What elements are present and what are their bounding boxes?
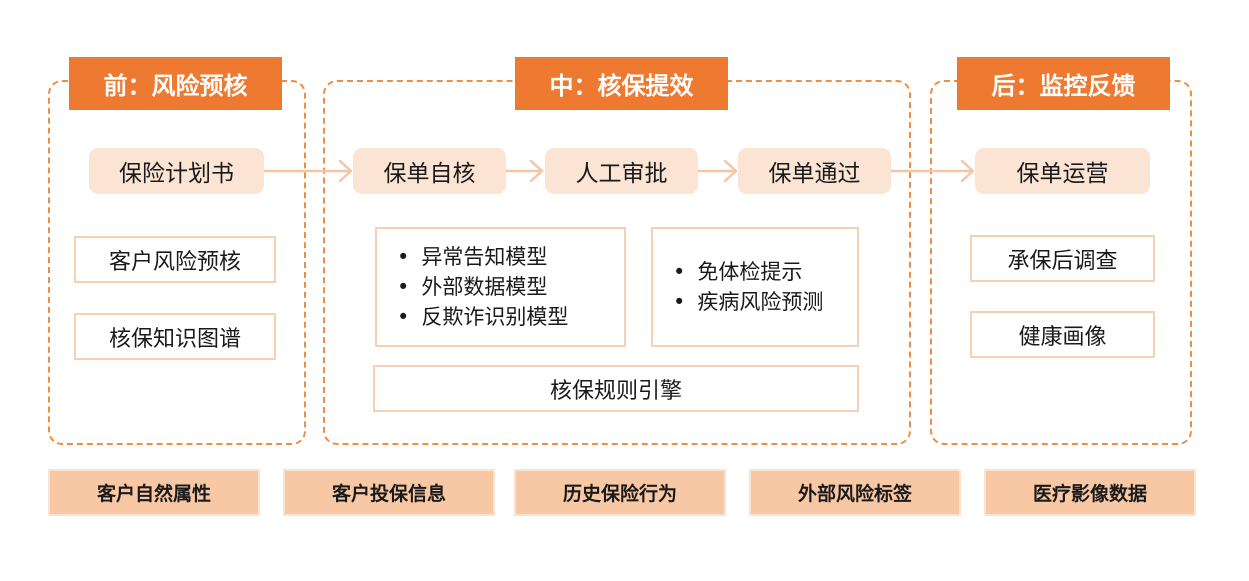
list-item: 疾病风险预测 [673,287,857,317]
insurance-plan-node: 保险计划书 [89,148,264,194]
data-source-insurance-history: 历史保险行为 [514,469,726,516]
section-pre-title: 前：风险预核 [69,57,282,110]
list-item: 反欺诈识别模型 [397,302,624,332]
underwriting-rule-engine-box: 核保规则引擎 [373,365,859,412]
data-source-customer-attributes: 客户自然属性 [48,469,260,516]
list-item: 外部数据模型 [397,272,624,302]
health-profile-box: 健康画像 [970,311,1155,358]
section-mid-title: 中：核保提效 [515,57,728,110]
underwriting-knowledge-graph-box: 核保知识图谱 [74,313,276,360]
list-item: 免体检提示 [673,257,857,287]
policy-self-check-node: 保单自核 [353,148,506,194]
customer-risk-precheck-box: 客户风险预核 [74,236,276,283]
manual-approval-node: 人工审批 [545,148,698,194]
section-post-title: 后：监控反馈 [957,57,1170,110]
post-underwriting-survey-box: 承保后调查 [970,235,1155,282]
data-source-application-info: 客户投保信息 [283,469,495,516]
model-list-box-left: 异常告知模型 外部数据模型 反欺诈识别模型 [375,227,626,347]
list-item: 异常告知模型 [397,242,624,272]
data-source-medical-imaging: 医疗影像数据 [984,469,1196,516]
data-source-external-risk-tags: 外部风险标签 [749,469,961,516]
policy-approved-node: 保单通过 [738,148,891,194]
policy-operation-node: 保单运营 [975,148,1150,194]
model-list-box-right: 免体检提示 疾病风险预测 [651,227,859,347]
